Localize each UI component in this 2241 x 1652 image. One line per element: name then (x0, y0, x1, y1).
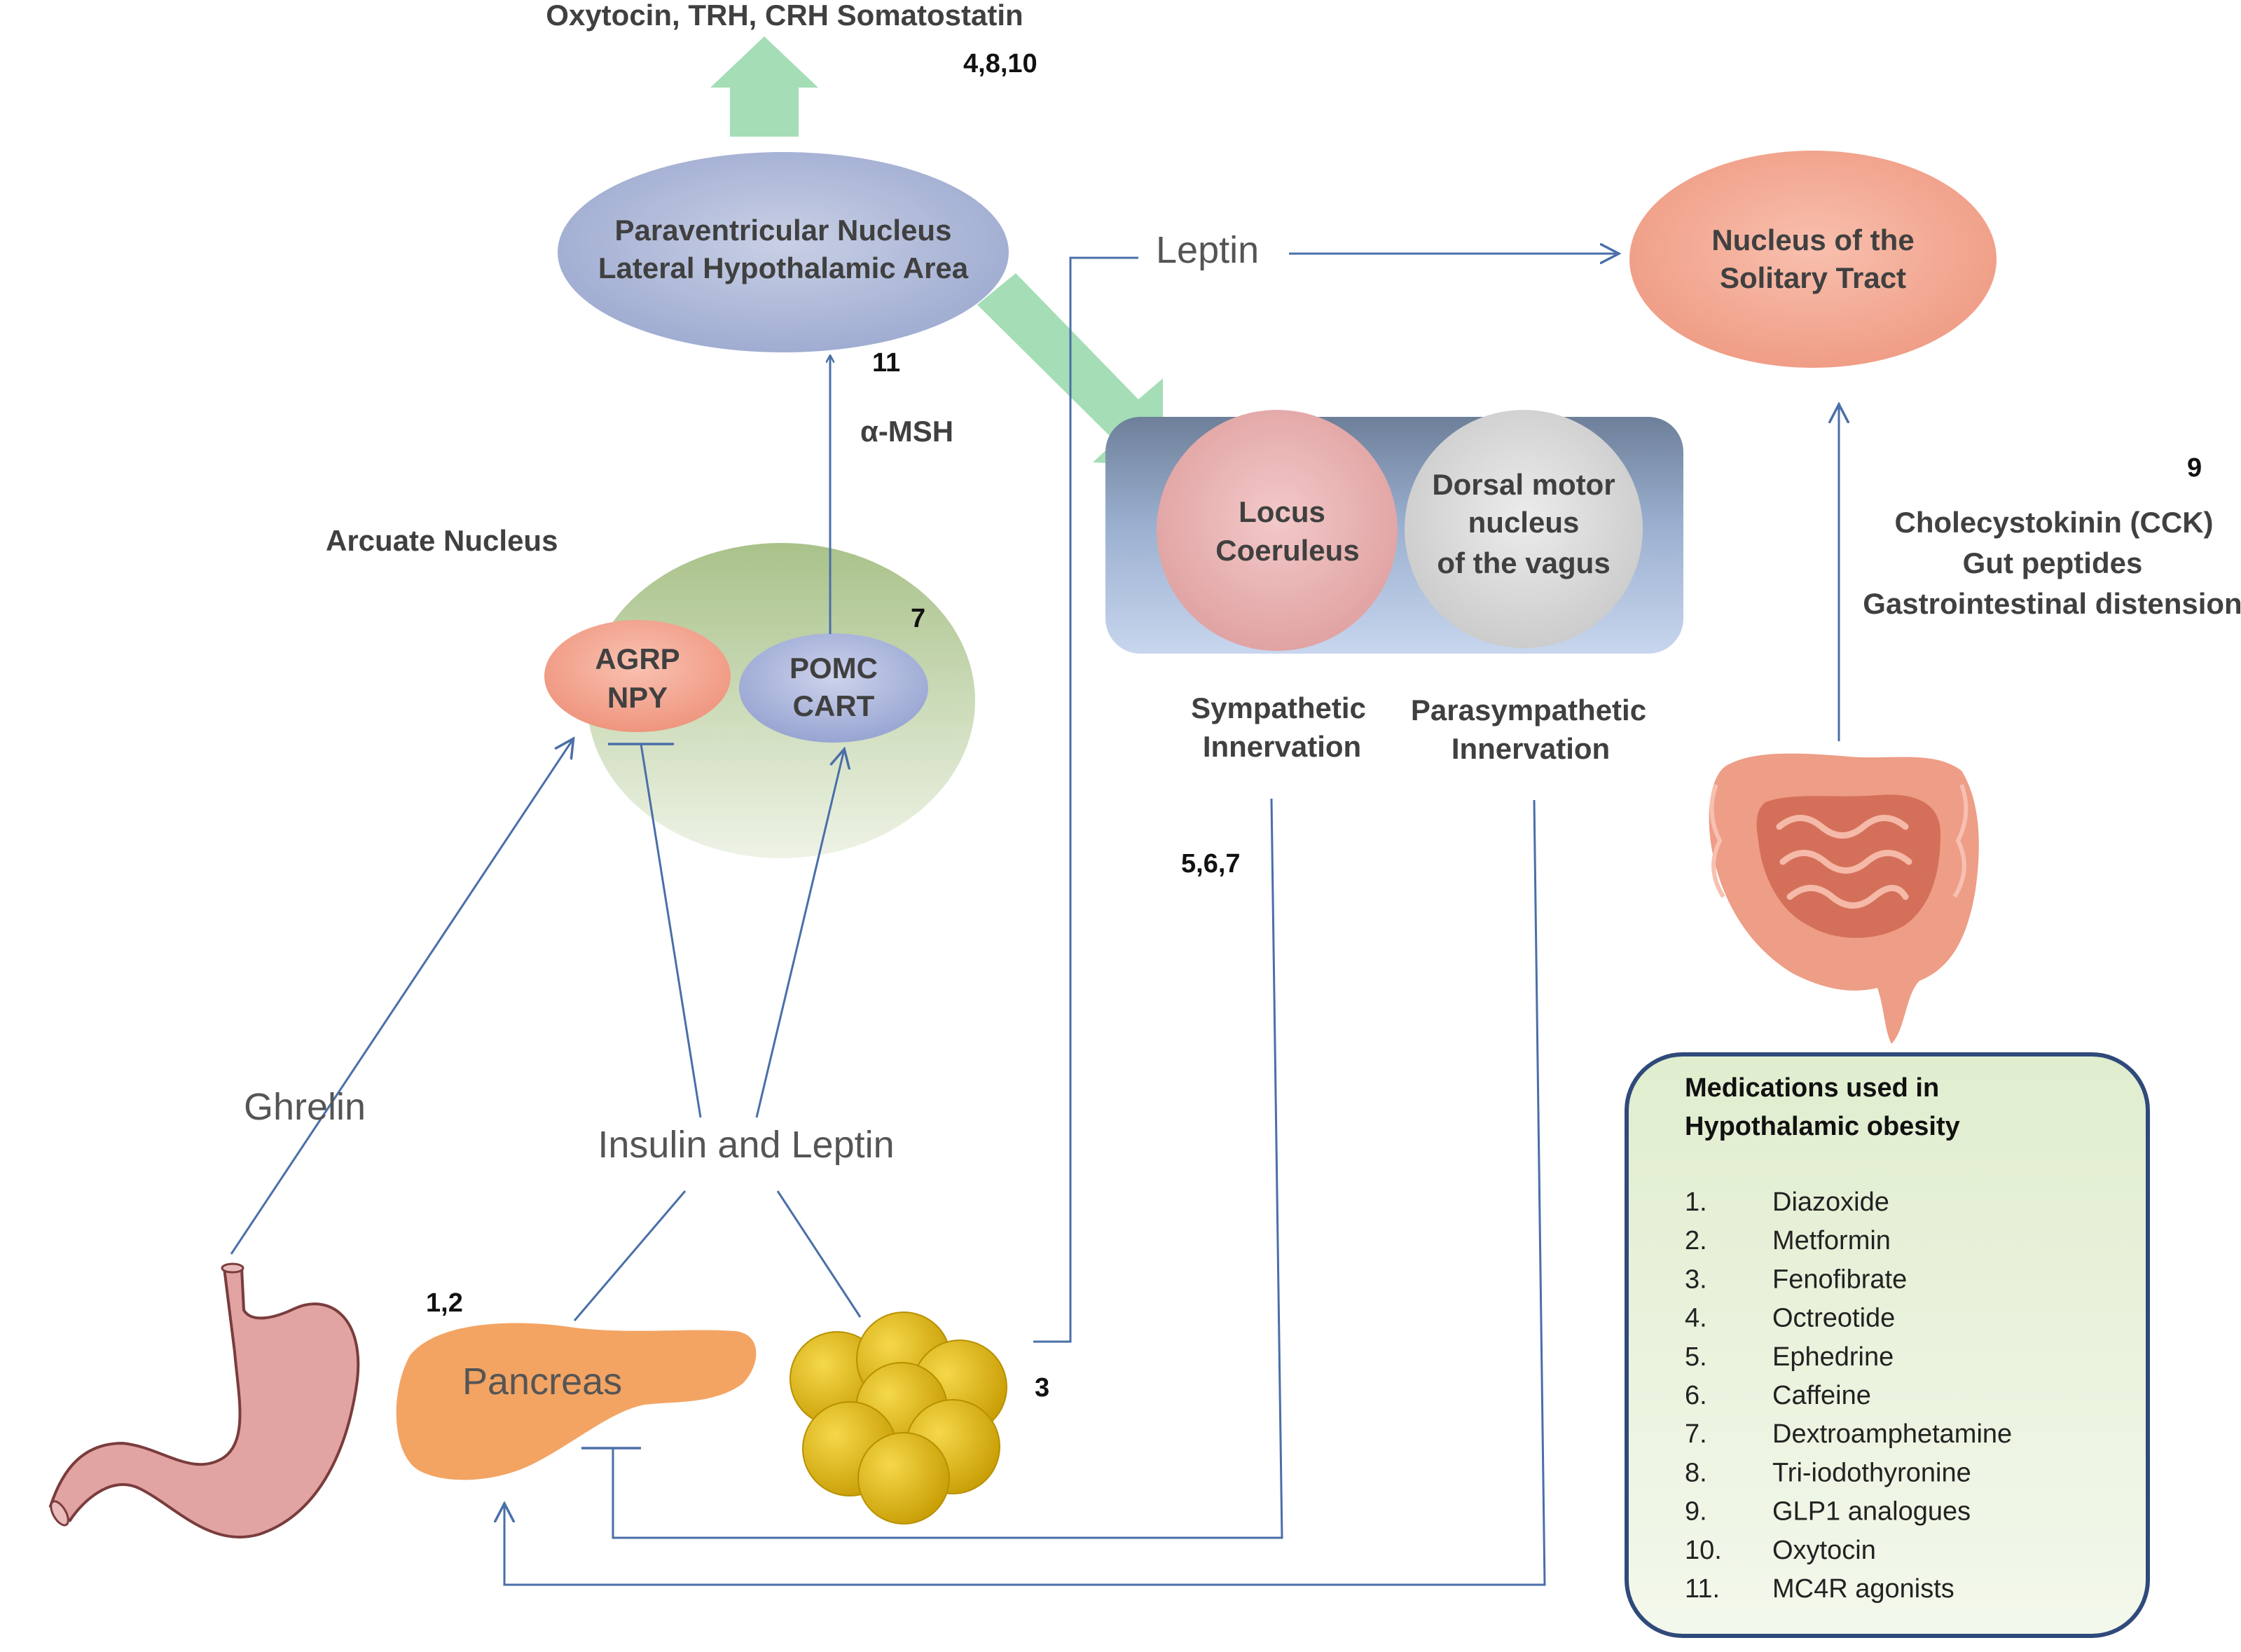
locus-coeruleus-circle (1157, 410, 1398, 651)
nts-label-line2: Solitary Tract (1720, 261, 1906, 294)
secretion-green-arrow (710, 36, 818, 137)
fat-ref: 3 (1035, 1373, 1049, 1403)
pancreas-label: Pancreas (462, 1361, 622, 1403)
gut-stimuli-line2: Gut peptides (1963, 546, 2143, 579)
paraventricular-nucleus-ellipse (558, 152, 1009, 352)
ghrelin-arrow (230, 739, 573, 1255)
medication-number: 9. (1685, 1497, 1707, 1527)
medication-number: 6. (1685, 1381, 1707, 1410)
medication-number: 5. (1685, 1342, 1707, 1372)
medications-box (1625, 1052, 2150, 1638)
parasympathetic-label-line1: Parasympathetic (1411, 694, 1646, 727)
pomc-label: POMC (789, 652, 878, 684)
adipose-tissue-illustration (789, 1312, 1007, 1524)
sympathetic-label-line2: Innervation (1203, 730, 1361, 763)
pvn-label-line1: Paraventricular Nucleus (615, 214, 952, 247)
agrp-npy-ellipse (544, 620, 731, 732)
pvn-ref: 11 (872, 348, 900, 378)
pancreas-illustration (396, 1323, 757, 1480)
insulin-leptin-label: Insulin and Leptin (598, 1124, 894, 1166)
sympathetic-inhibition-line (612, 798, 1283, 1539)
gut-ref: 9 (2187, 453, 2202, 483)
leptin-label: Leptin (1156, 229, 1259, 271)
top-hormones-label: Oxytocin, TRH, CRH Somatostatin (546, 0, 1023, 32)
medications-title-line2: Hypothalamic obesity (1685, 1112, 1960, 1141)
medication-number: 8. (1685, 1458, 1707, 1487)
pancreas-ref: 1,2 (426, 1288, 463, 1318)
pomc-ref: 7 (911, 604, 925, 633)
gut-stimuli-line3: Gastrointestinal distension (1863, 587, 2241, 620)
medication-name: Oxytocin (1772, 1536, 1876, 1565)
medication-name: Dextroamphetamine (1772, 1419, 2012, 1449)
nts-label-line1: Nucleus of the (1711, 223, 1914, 256)
pvn-label-line2: Lateral Hypothalamic Area (598, 252, 969, 284)
top-hormones-refs: 4,8,10 (963, 49, 1037, 78)
gut-stimuli-line1: Cholecystokinin (CCK) (1894, 506, 2213, 539)
parasympathetic-arrow (504, 799, 1546, 1586)
dorsal-motor-nucleus-circle (1405, 410, 1643, 648)
parasympathetic-label-line2: Innervation (1452, 732, 1610, 765)
medications-list: 1. Diazoxide 2. Metformin 3. Fenofibrate 4. Oct… (1685, 1188, 2012, 1604)
medication-name: Tri-iodothyronine (1772, 1458, 1971, 1487)
ghrelin-label: Ghrelin (244, 1086, 366, 1128)
arcuate-nucleus-label: Arcuate Nucleus (326, 524, 558, 557)
medication-name: MC4R agonists (1772, 1574, 1954, 1604)
fat-leptin-connector (1033, 256, 1138, 1343)
medication-name: Fenofibrate (1772, 1265, 1907, 1294)
medication-name: Octreotide (1772, 1304, 1895, 1333)
medication-number: 4. (1685, 1304, 1707, 1333)
fat-to-insulin-line (776, 1190, 862, 1318)
insulin-leptin-to-agrp-inhibition (640, 743, 702, 1118)
locus-label-line2: Coeruleus (1215, 534, 1359, 567)
medication-name: Ephedrine (1772, 1342, 1894, 1372)
dorsal-label-line3: of the vagus (1437, 546, 1610, 579)
stomach-illustration (48, 1262, 360, 1539)
medication-name: GLP1 analogues (1772, 1497, 1971, 1527)
medication-number: 11. (1685, 1574, 1720, 1604)
medication-number: 7. (1685, 1419, 1707, 1449)
medications-title-line1: Medications used in (1685, 1073, 1939, 1103)
medication-number: 10. (1685, 1536, 1722, 1565)
sympathetic-ref: 5,6,7 (1181, 849, 1241, 879)
medication-number: 3. (1685, 1265, 1707, 1294)
npy-label: NPY (607, 681, 668, 714)
cart-label: CART (793, 689, 875, 722)
dorsal-label-line2: nucleus (1468, 506, 1580, 539)
medication-name: Caffeine (1772, 1381, 1871, 1410)
nucleus-solitary-tract-ellipse (1629, 151, 1997, 368)
insulin-leptin-to-pomc-arrow (755, 750, 844, 1118)
pancreas-to-insulin-line (573, 1190, 687, 1321)
sympathetic-label-line1: Sympathetic (1191, 691, 1366, 724)
pomc-cart-ellipse (739, 633, 928, 743)
agrp-label: AGRP (595, 642, 680, 675)
medication-name: Metformin (1772, 1226, 1891, 1255)
alpha-msh-label: α-MSH (860, 415, 953, 448)
medication-name: Diazoxide (1772, 1188, 1889, 1217)
intestine-illustration (1709, 753, 1979, 1044)
medication-number: 2. (1685, 1226, 1707, 1255)
medication-number: 1. (1685, 1188, 1707, 1217)
locus-label-line1: Locus (1239, 495, 1325, 528)
dorsal-label-line1: Dorsal motor (1432, 468, 1615, 501)
